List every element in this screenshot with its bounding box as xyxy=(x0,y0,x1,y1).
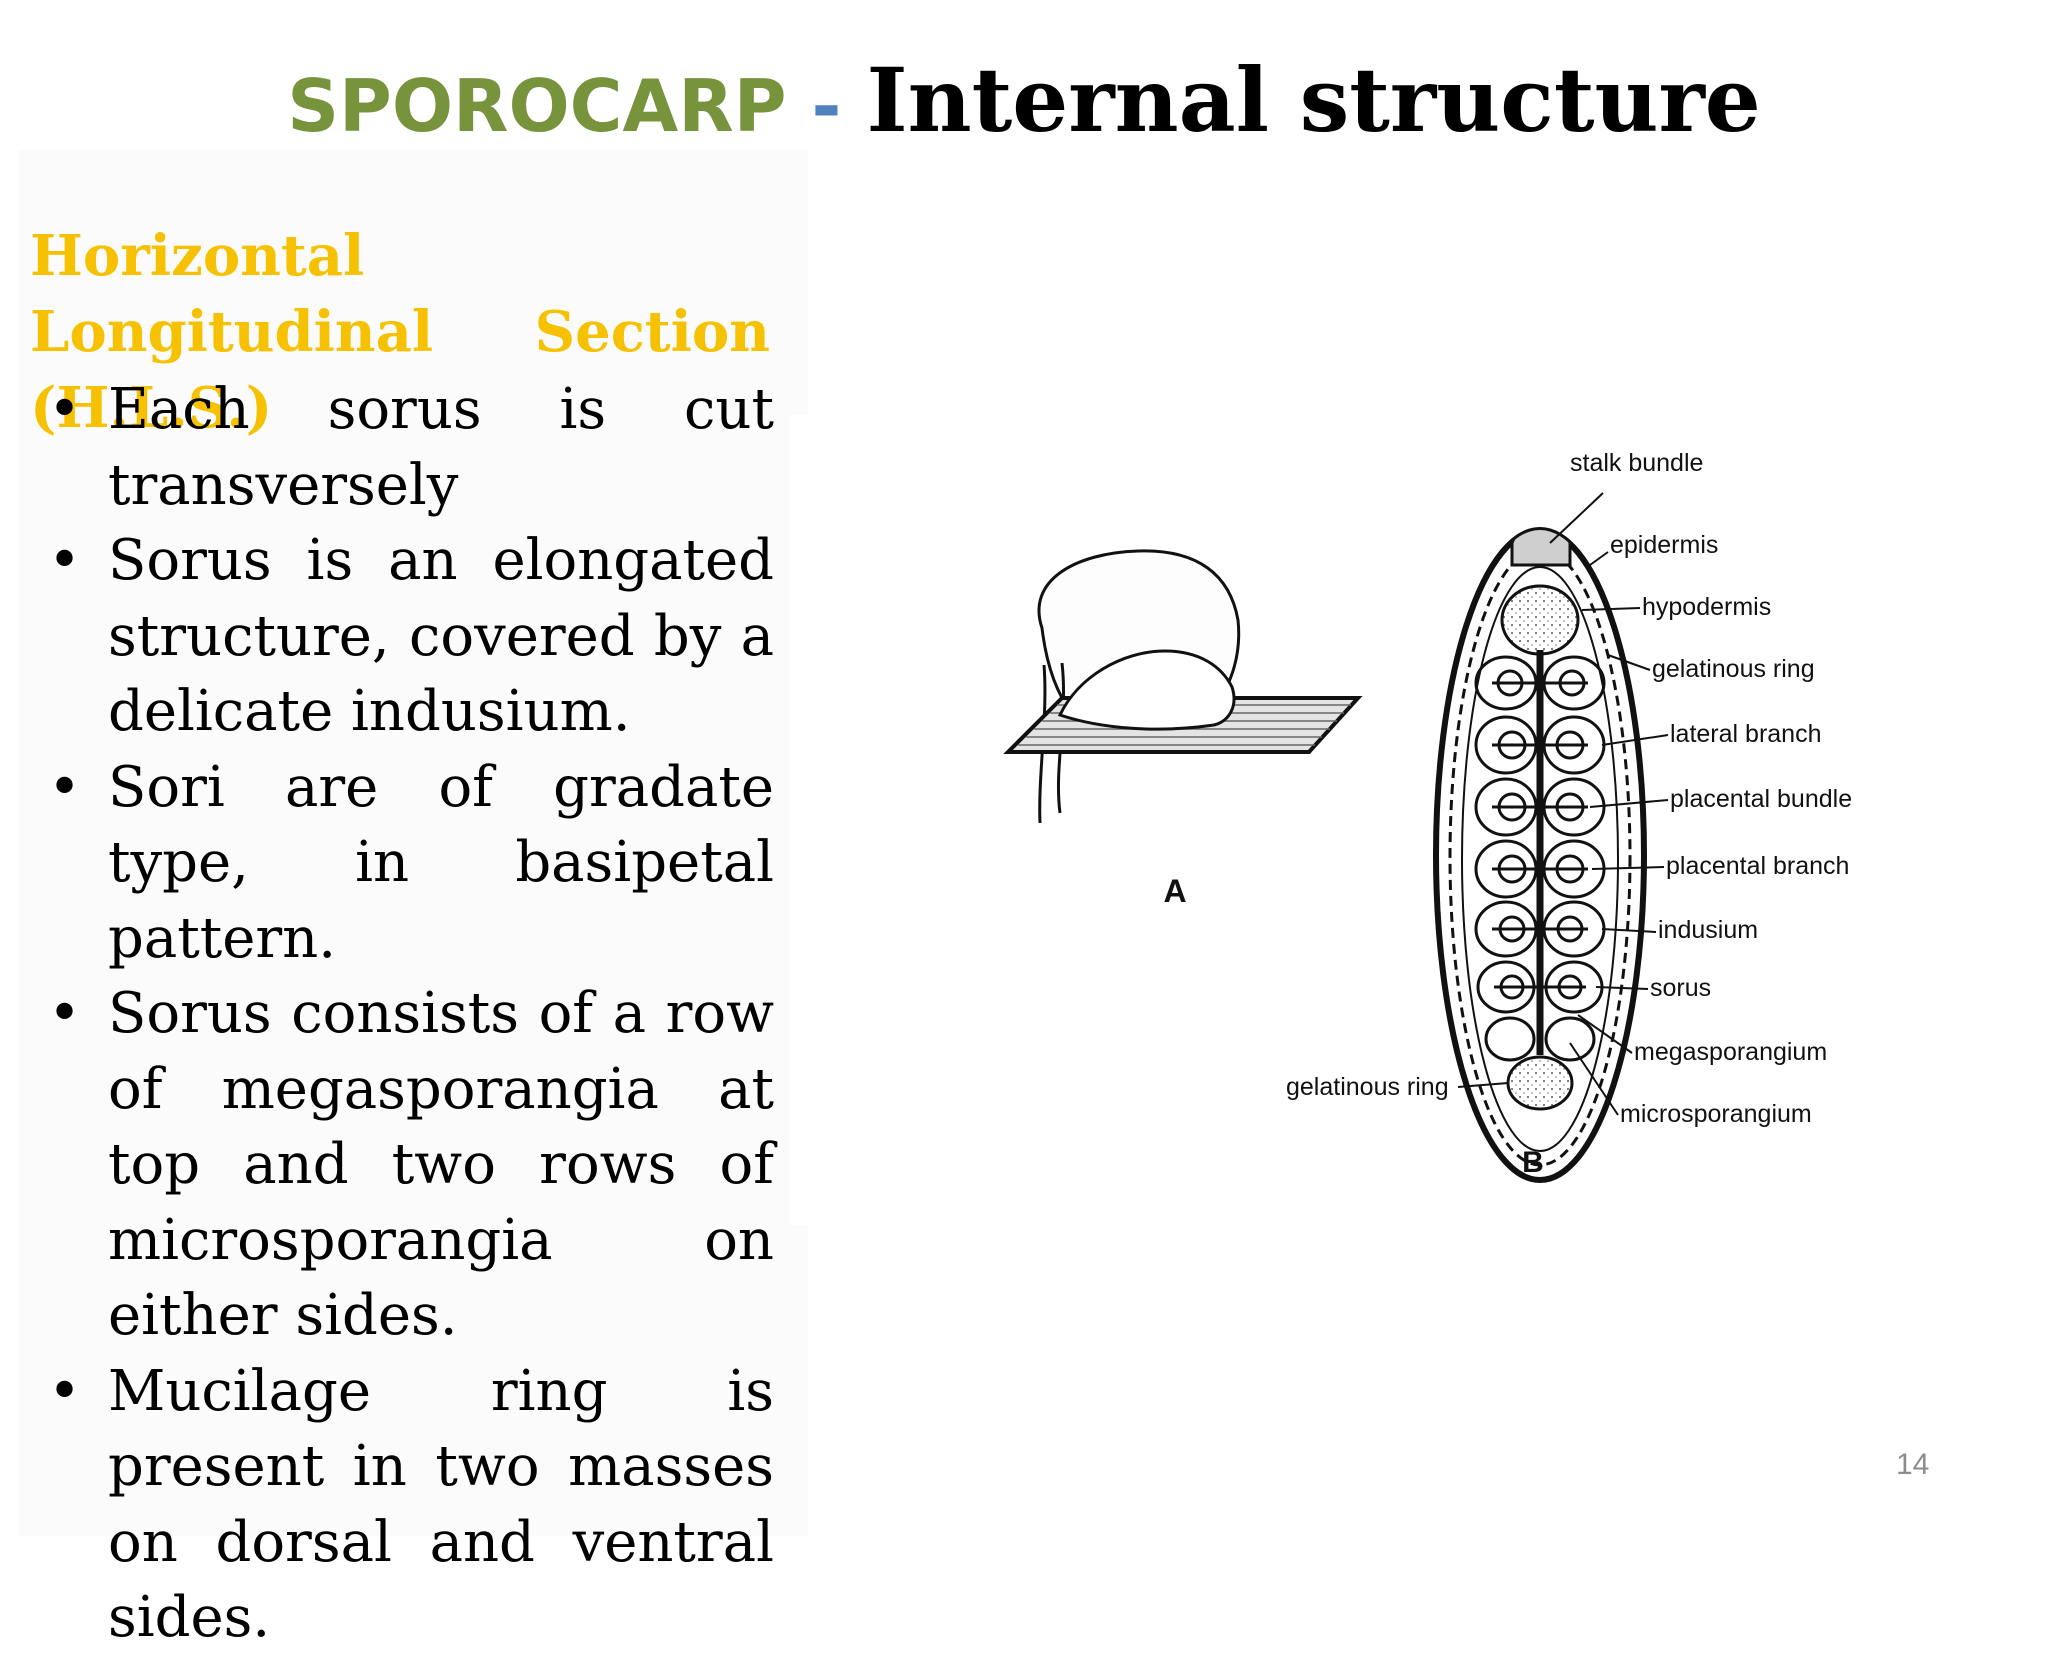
label-indusium: indusium xyxy=(1658,916,1758,944)
figure-a-sporocarp xyxy=(1003,549,1363,824)
label-placental-bundle: placental bundle xyxy=(1670,785,1852,813)
placental-branches xyxy=(1492,681,1588,989)
bullet-item: • Mucilage ring is present in two masses … xyxy=(30,1354,774,1656)
bullet-icon: • xyxy=(48,981,82,1046)
bullet-text: Sori are of gradate type, in basipetal p… xyxy=(108,754,774,971)
title-sporocarp: SPOROCARP xyxy=(287,64,787,148)
label-megasporangium: megasporangium xyxy=(1634,1038,1827,1066)
bullet-icon: • xyxy=(48,754,82,820)
bullet-text: Mucilage ring is present in two masses o… xyxy=(108,1358,774,1651)
sporocarp-figure: A xyxy=(790,415,2048,1225)
sporocarp-diagram: A xyxy=(1003,449,1852,1183)
figure-b-label: B xyxy=(1522,1146,1544,1179)
leader-lines xyxy=(1457,492,1669,1116)
label-gelatinous-ring-left: gelatinous ring xyxy=(1286,1073,1449,1101)
figure-b-section xyxy=(1433,527,1647,1183)
label-placental-branch: placental branch xyxy=(1666,852,1849,880)
section-heading: Horizontal Longitudinal Section (H.L.S.) xyxy=(30,223,770,441)
bullet-text: Each sorus is cut transversely xyxy=(108,377,774,518)
bullet-item: • Sorus consists of a row of megasporangi… xyxy=(30,976,774,1354)
slide: SPOROCARP - Internal structure Horizonta… xyxy=(0,51,2048,1650)
bullet-text: Sorus is an elongated structure, covered… xyxy=(108,528,774,744)
label-sorus: sorus xyxy=(1650,974,1711,1002)
bullet-list: • Each sorus is cut transversely • Sorus i… xyxy=(30,372,774,1656)
label-microsporangium: microsporangium xyxy=(1620,1100,1812,1128)
label-epidermis: epidermis xyxy=(1610,531,1718,559)
bullet-icon: • xyxy=(48,1358,82,1424)
bullet-icon: • xyxy=(48,528,82,593)
bullet-item: • Each sorus is cut transversely xyxy=(30,372,774,523)
label-lateral-branch: lateral branch xyxy=(1670,720,1821,748)
label-hypodermis: hypodermis xyxy=(1642,593,1771,621)
bullet-item: • Sori are of gradate type, in basipetal … xyxy=(30,750,774,977)
figure-a-label: A xyxy=(1163,873,1186,909)
title-internal-structure: Internal structure xyxy=(866,48,1761,152)
title-separator: - xyxy=(786,64,867,148)
label-stalk-bundle: stalk bundle xyxy=(1570,449,1703,477)
page-number: 14 xyxy=(1896,1448,1930,1481)
bullet-text: Sorus consists of a row of megasporangia… xyxy=(108,981,774,1348)
bullet-item: • Sorus is an elongated structure, covere… xyxy=(30,523,774,750)
bullet-icon: • xyxy=(48,377,82,442)
label-gelatinous-ring-top: gelatinous ring xyxy=(1652,655,1815,683)
text-panel xyxy=(18,150,808,1536)
slide-title: SPOROCARP - Internal structure xyxy=(0,52,2048,149)
